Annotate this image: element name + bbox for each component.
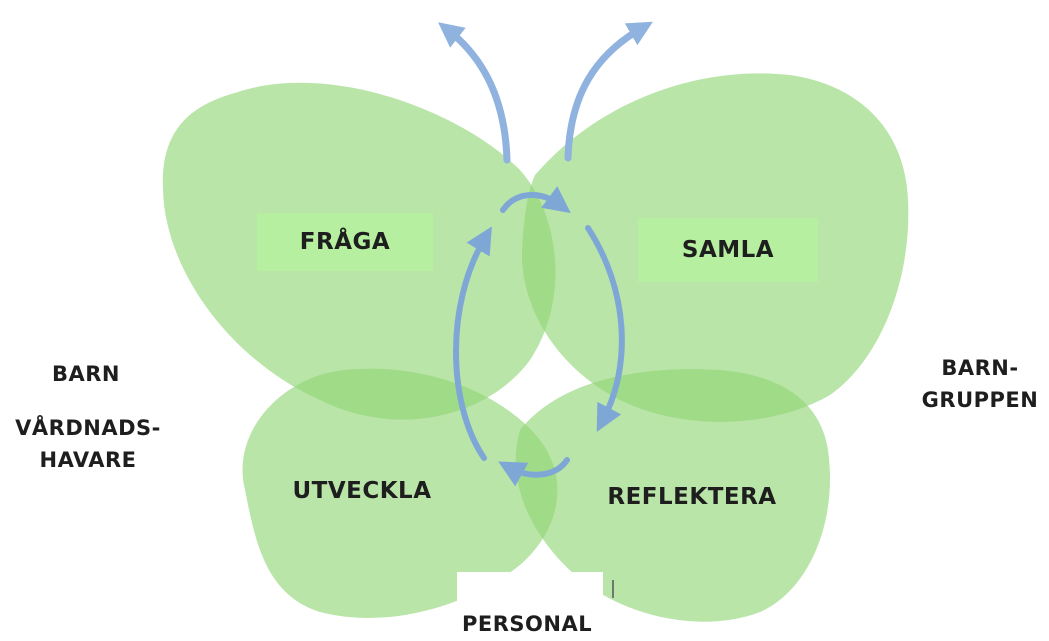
arrow-up-right [564, 21, 653, 162]
label-fraga: FRÅGA [299, 229, 391, 255]
label-utveckla: UTVECKLA [292, 477, 432, 504]
side-label-vardnadshavare-line1: VÅRDNADS- [15, 416, 161, 440]
label-samla: SAMLA [681, 237, 775, 263]
label-reflektera: REFLEKTERA [607, 484, 777, 510]
side-label-personal: PERSONAL [462, 612, 593, 636]
label-box-utveckla: UTVECKLA [262, 463, 462, 518]
side-label-vardnadshavare: VÅRDNADS- HAVARE [8, 412, 168, 476]
white-patch [457, 572, 603, 610]
side-label-barngruppen-line2: GRUPPEN [921, 388, 1039, 412]
wing-bottom-right [515, 369, 831, 622]
wing-bottom-left [242, 368, 558, 618]
side-label-barngruppen-line1: BARN- [941, 356, 1019, 380]
side-label-vardnadshavare-line2: HAVARE [39, 448, 137, 472]
side-label-barngruppen: BARN- GRUPPEN [920, 352, 1040, 416]
arrow-right-down [585, 225, 625, 432]
arrow-up-left [438, 22, 511, 164]
label-box-samla: SAMLA [638, 218, 818, 282]
side-label-barn: BARN [52, 362, 121, 386]
label-box-fraga: FRÅGA [257, 213, 433, 271]
arrow-top-cross [500, 186, 571, 214]
arrow-left-up [453, 226, 492, 461]
arrow-bottom-cross [498, 457, 570, 487]
label-box-reflektera: REFLEKTERA [577, 468, 807, 526]
